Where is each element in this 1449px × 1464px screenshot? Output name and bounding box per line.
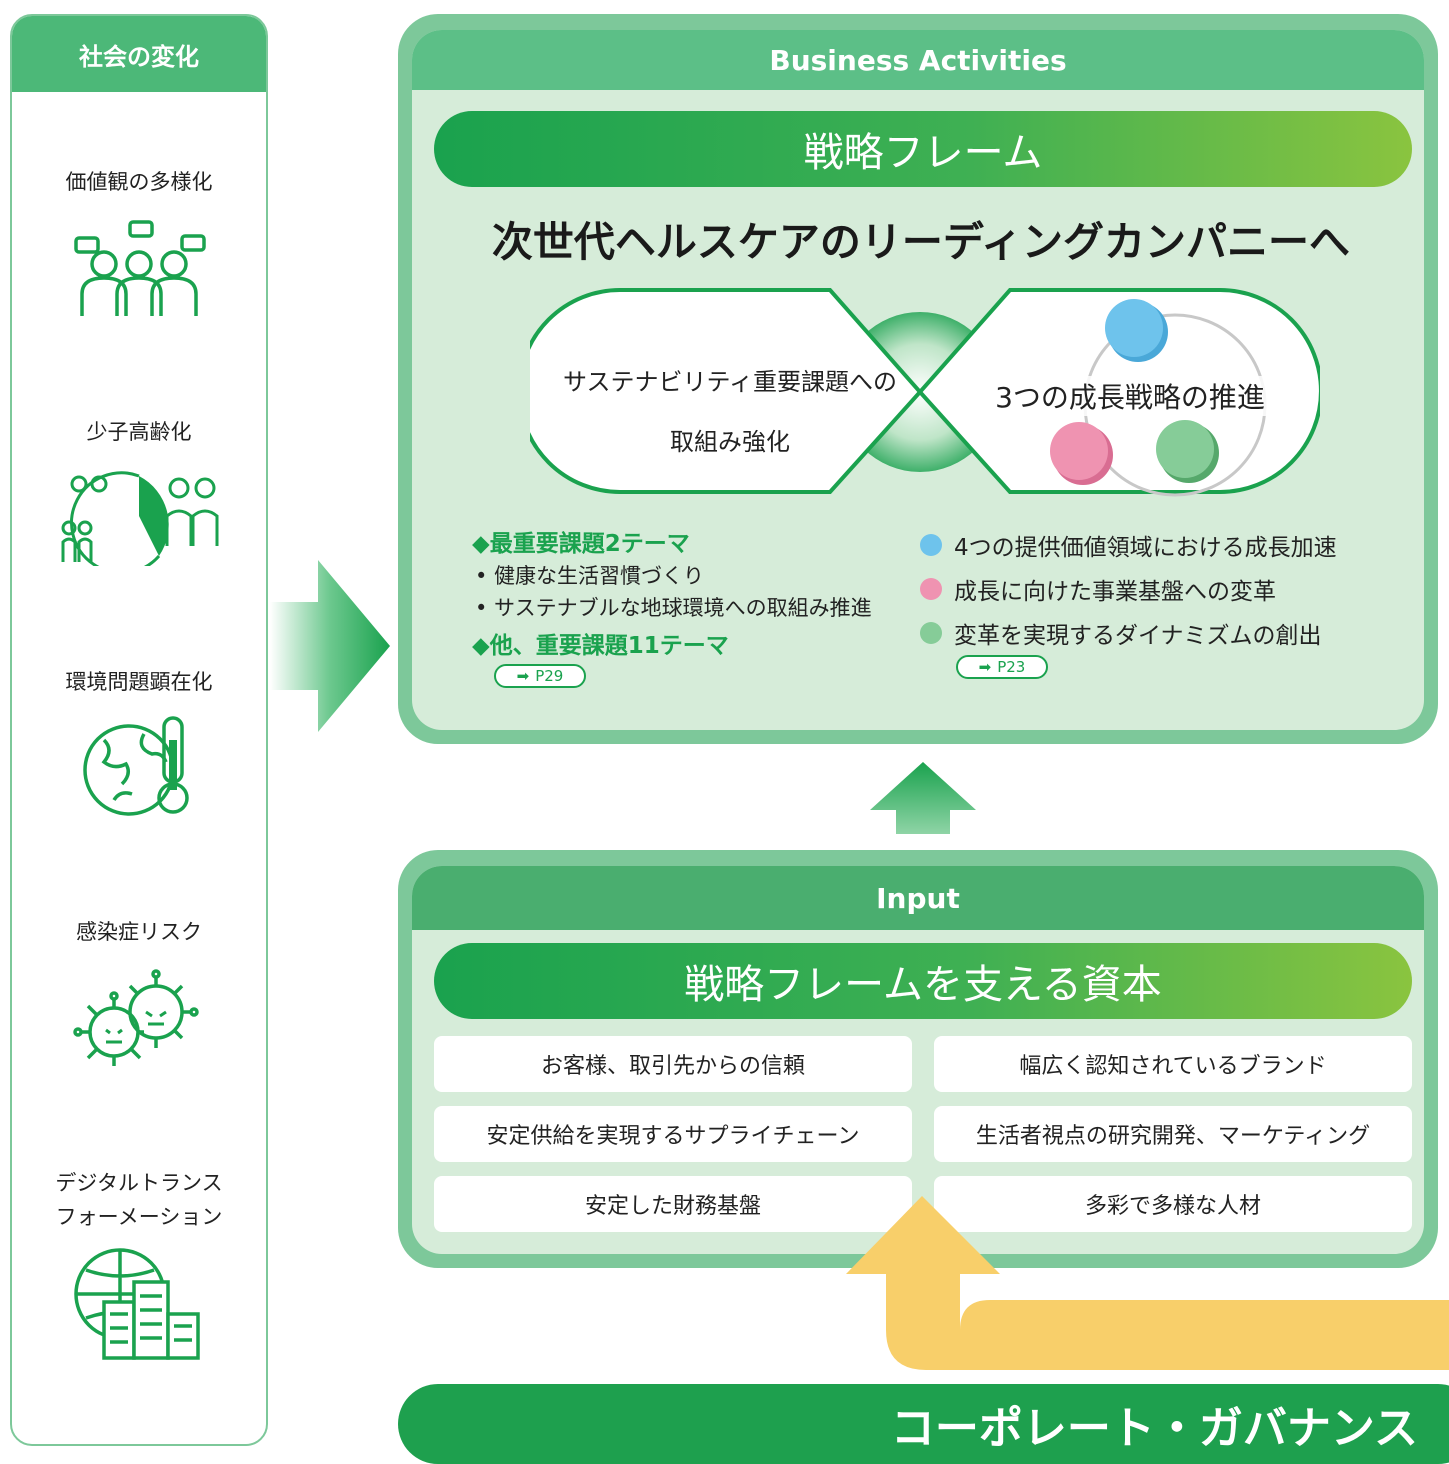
growth-item-1: 4つの提供価値領域における成長加速 — [920, 528, 1337, 562]
sustainability-text: サステナビリティ重要課題への 取組み強化 — [540, 352, 920, 472]
trend-label-diversity: 価値観の多様化 — [65, 170, 213, 194]
priority-item-health: • 健康な生活習慣づくり — [475, 564, 705, 588]
sustainability-line1: サステナビリティ重要課題への — [562, 368, 898, 396]
arrow-right-icon: ➡ — [516, 667, 530, 685]
strategy-loop-diagram — [530, 288, 1320, 497]
social-change-panel: 社会の変化 価値観の多様化 少子高齢化 環境問題顕在化 — [10, 14, 268, 1446]
top-priority-heading: ◆最重要課題2テーマ — [472, 531, 690, 557]
trend-label-dx: デジタルトランス フォーメーション — [12, 1166, 266, 1234]
capital-people: 多彩で多様な人材 — [934, 1176, 1412, 1232]
trend-label-infection: 感染症リスク — [76, 920, 202, 944]
capital-supply-chain: 安定供給を実現するサプライチェーン — [434, 1106, 912, 1162]
mint-circle — [1156, 420, 1214, 478]
trend-label-aging: 少子高齢化 — [86, 420, 192, 444]
strategy-frame-title: 戦略フレーム — [434, 111, 1412, 187]
growth-item-2-label: 成長に向けた事業基盤への変革 — [954, 579, 1276, 605]
trend-label-dx-line2: フォーメーション — [55, 1205, 223, 1229]
diverse-people-icon — [74, 220, 206, 316]
pink-circle — [1050, 422, 1108, 480]
aging-family-icon — [61, 471, 219, 566]
mint-dot-icon — [920, 622, 942, 644]
globe-thermometer-icon — [83, 716, 189, 816]
capital-brand: 幅広く認知されているブランド — [934, 1036, 1412, 1092]
growth-strategy-text: 3つの成長戦略の推進 — [960, 376, 1300, 416]
trend-label-dx-line1: デジタルトランス — [55, 1171, 223, 1195]
growth-item-3: 変革を実現するダイナミズムの創出 — [920, 616, 1322, 650]
growth-item-3-label: 変革を実現するダイナミズムの創出 — [954, 623, 1322, 649]
capital-title: 戦略フレームを支える資本 — [434, 943, 1412, 1019]
pink-dot-icon — [920, 578, 942, 600]
flow-arrow-right — [270, 560, 390, 732]
other-priority-heading: ◆他、重要課題11テーマ — [472, 633, 729, 659]
flow-arrow-up — [870, 762, 976, 834]
corporate-governance-bar: コーポレート・ガバナンス — [398, 1384, 1449, 1464]
page-link-p23[interactable]: ➡ P23 — [956, 655, 1048, 679]
capital-finance: 安定した財務基盤 — [434, 1176, 912, 1232]
sustainability-line2: 取組み強化 — [670, 428, 790, 456]
business-activities-header: Business Activities — [412, 30, 1424, 90]
growth-item-2: 成長に向けた事業基盤への変革 — [920, 572, 1276, 606]
social-change-header: 社会の変化 — [12, 16, 266, 92]
growth-item-1-label: 4つの提供価値領域における成長加速 — [954, 535, 1337, 561]
vision-statement: 次世代ヘルスケアのリーディングカンパニーへ — [491, 218, 1351, 266]
capital-trust: お客様、取引先からの信頼 — [434, 1036, 912, 1092]
virus-icon — [73, 969, 199, 1066]
priority-item-environment: • サステナブルな地球環境への取組み推進 — [475, 596, 872, 620]
page-link-p29-label: P29 — [535, 667, 564, 685]
page-link-p29[interactable]: ➡ P29 — [494, 664, 586, 688]
capital-rnd-marketing: 生活者視点の研究開発、マーケティング — [934, 1106, 1412, 1162]
page-link-p23-label: P23 — [997, 658, 1026, 676]
arrow-right-icon: ➡ — [978, 658, 992, 676]
blue-circle — [1105, 299, 1163, 357]
input-header: Input — [412, 866, 1424, 930]
blue-dot-icon — [920, 534, 942, 556]
digital-city-icon — [74, 1248, 200, 1360]
trend-label-environment: 環境問題顕在化 — [65, 670, 213, 694]
